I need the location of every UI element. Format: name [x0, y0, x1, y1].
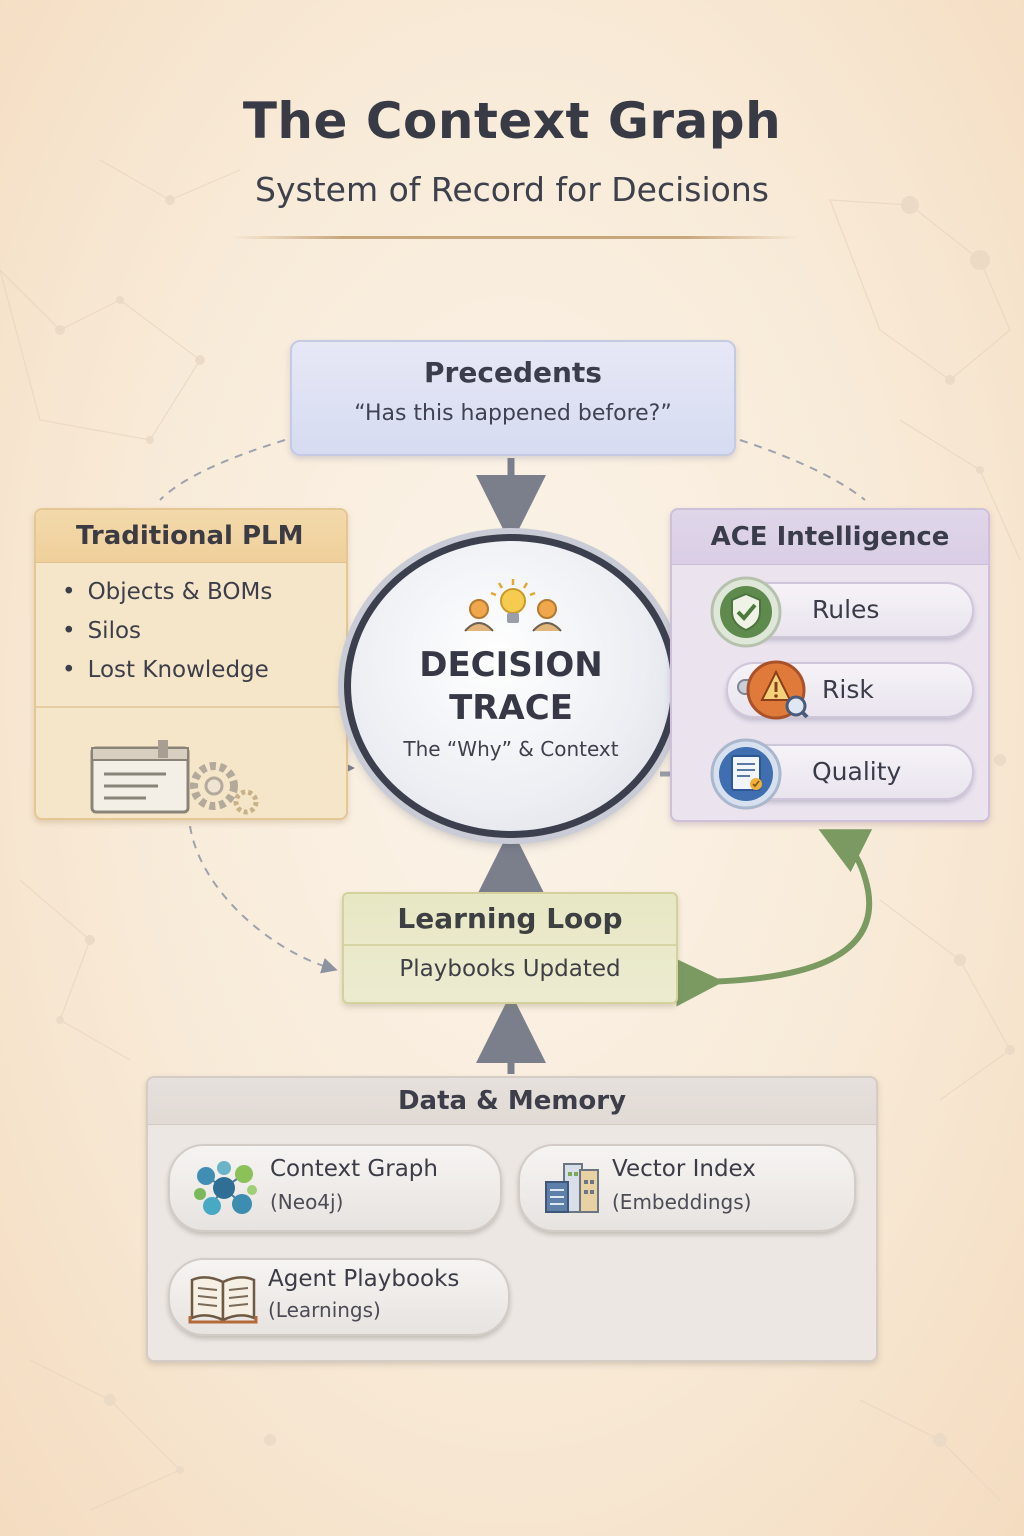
precedents-box: Precedents “Has this happened before?”: [290, 340, 736, 456]
learning-loop-title: Learning Loop: [397, 902, 623, 935]
decision-trace-line2: TRACE: [449, 688, 573, 728]
agent-playbooks-name: Agent Playbooks: [268, 1266, 460, 1292]
context-graph-item: Context Graph (Neo4j): [168, 1144, 502, 1232]
page-subtitle: System of Record for Decisions: [255, 170, 769, 209]
dashed-loop-left: [159, 439, 286, 501]
plm-divider: [36, 706, 346, 708]
page-title: The Context Graph: [242, 92, 782, 150]
ace-intelligence-box: ACE Intelligence Rules Risk Quality: [670, 508, 990, 822]
graph-nodes-icon: [194, 1161, 257, 1215]
agent-playbooks-detail: (Learnings): [268, 1298, 381, 1322]
precedents-title: Precedents: [424, 356, 602, 389]
green-loop-arrow: [675, 829, 873, 1007]
context-graph-detail: (Neo4j): [270, 1190, 344, 1214]
document-check-icon: [710, 738, 782, 810]
context-graph-name: Context Graph: [270, 1156, 438, 1182]
dashed-loop-right: [739, 439, 866, 501]
ace-item-label: Rules: [812, 595, 880, 624]
traditional-plm-box: Traditional PLM Objects & BOMs Silos Los…: [34, 508, 348, 820]
ace-title: ACE Intelligence: [672, 510, 988, 565]
plm-item: Silos: [62, 618, 346, 657]
warning-magnifier-icon: [737, 660, 814, 724]
plm-list: Objects & BOMs Silos Lost Knowledge: [36, 579, 346, 696]
precedents-question: “Has this happened before?”: [354, 401, 672, 426]
learning-loop-divider: [344, 944, 676, 946]
agent-playbooks-item: Agent Playbooks (Learnings): [168, 1258, 510, 1336]
vector-index-detail: (Embeddings): [612, 1190, 752, 1214]
plm-item: Lost Knowledge: [62, 657, 346, 696]
decision-trace-caption: The “Why” & Context: [403, 737, 619, 761]
decision-trace-circle: DECISION TRACE The “Why” & Context: [344, 534, 678, 838]
decision-trace-line1: DECISION: [419, 645, 603, 685]
database-index-icon: [545, 1163, 599, 1213]
data-memory-box: Data & Memory Context Graph (Neo4j): [146, 1076, 878, 1362]
shield-check-icon: [710, 576, 782, 648]
learning-loop-box: Learning Loop Playbooks Updated: [342, 892, 678, 1004]
ace-item-label: Risk: [822, 675, 874, 704]
lightbulb-people-icon: [464, 579, 562, 632]
document-gear-icon: [90, 740, 259, 815]
data-memory-title: Data & Memory: [148, 1078, 876, 1125]
ace-item-label: Quality: [812, 757, 902, 786]
plm-title: Traditional PLM: [36, 510, 346, 563]
vector-index-item: Vector Index (Embeddings): [518, 1144, 856, 1232]
plm-item: Objects & BOMs: [62, 579, 346, 618]
vector-index-name: Vector Index: [612, 1156, 756, 1182]
dashed-loop-bottom: [189, 825, 338, 974]
title-divider: [230, 236, 800, 239]
open-book-icon: [188, 1276, 258, 1324]
learning-loop-caption: Playbooks Updated: [399, 956, 621, 982]
